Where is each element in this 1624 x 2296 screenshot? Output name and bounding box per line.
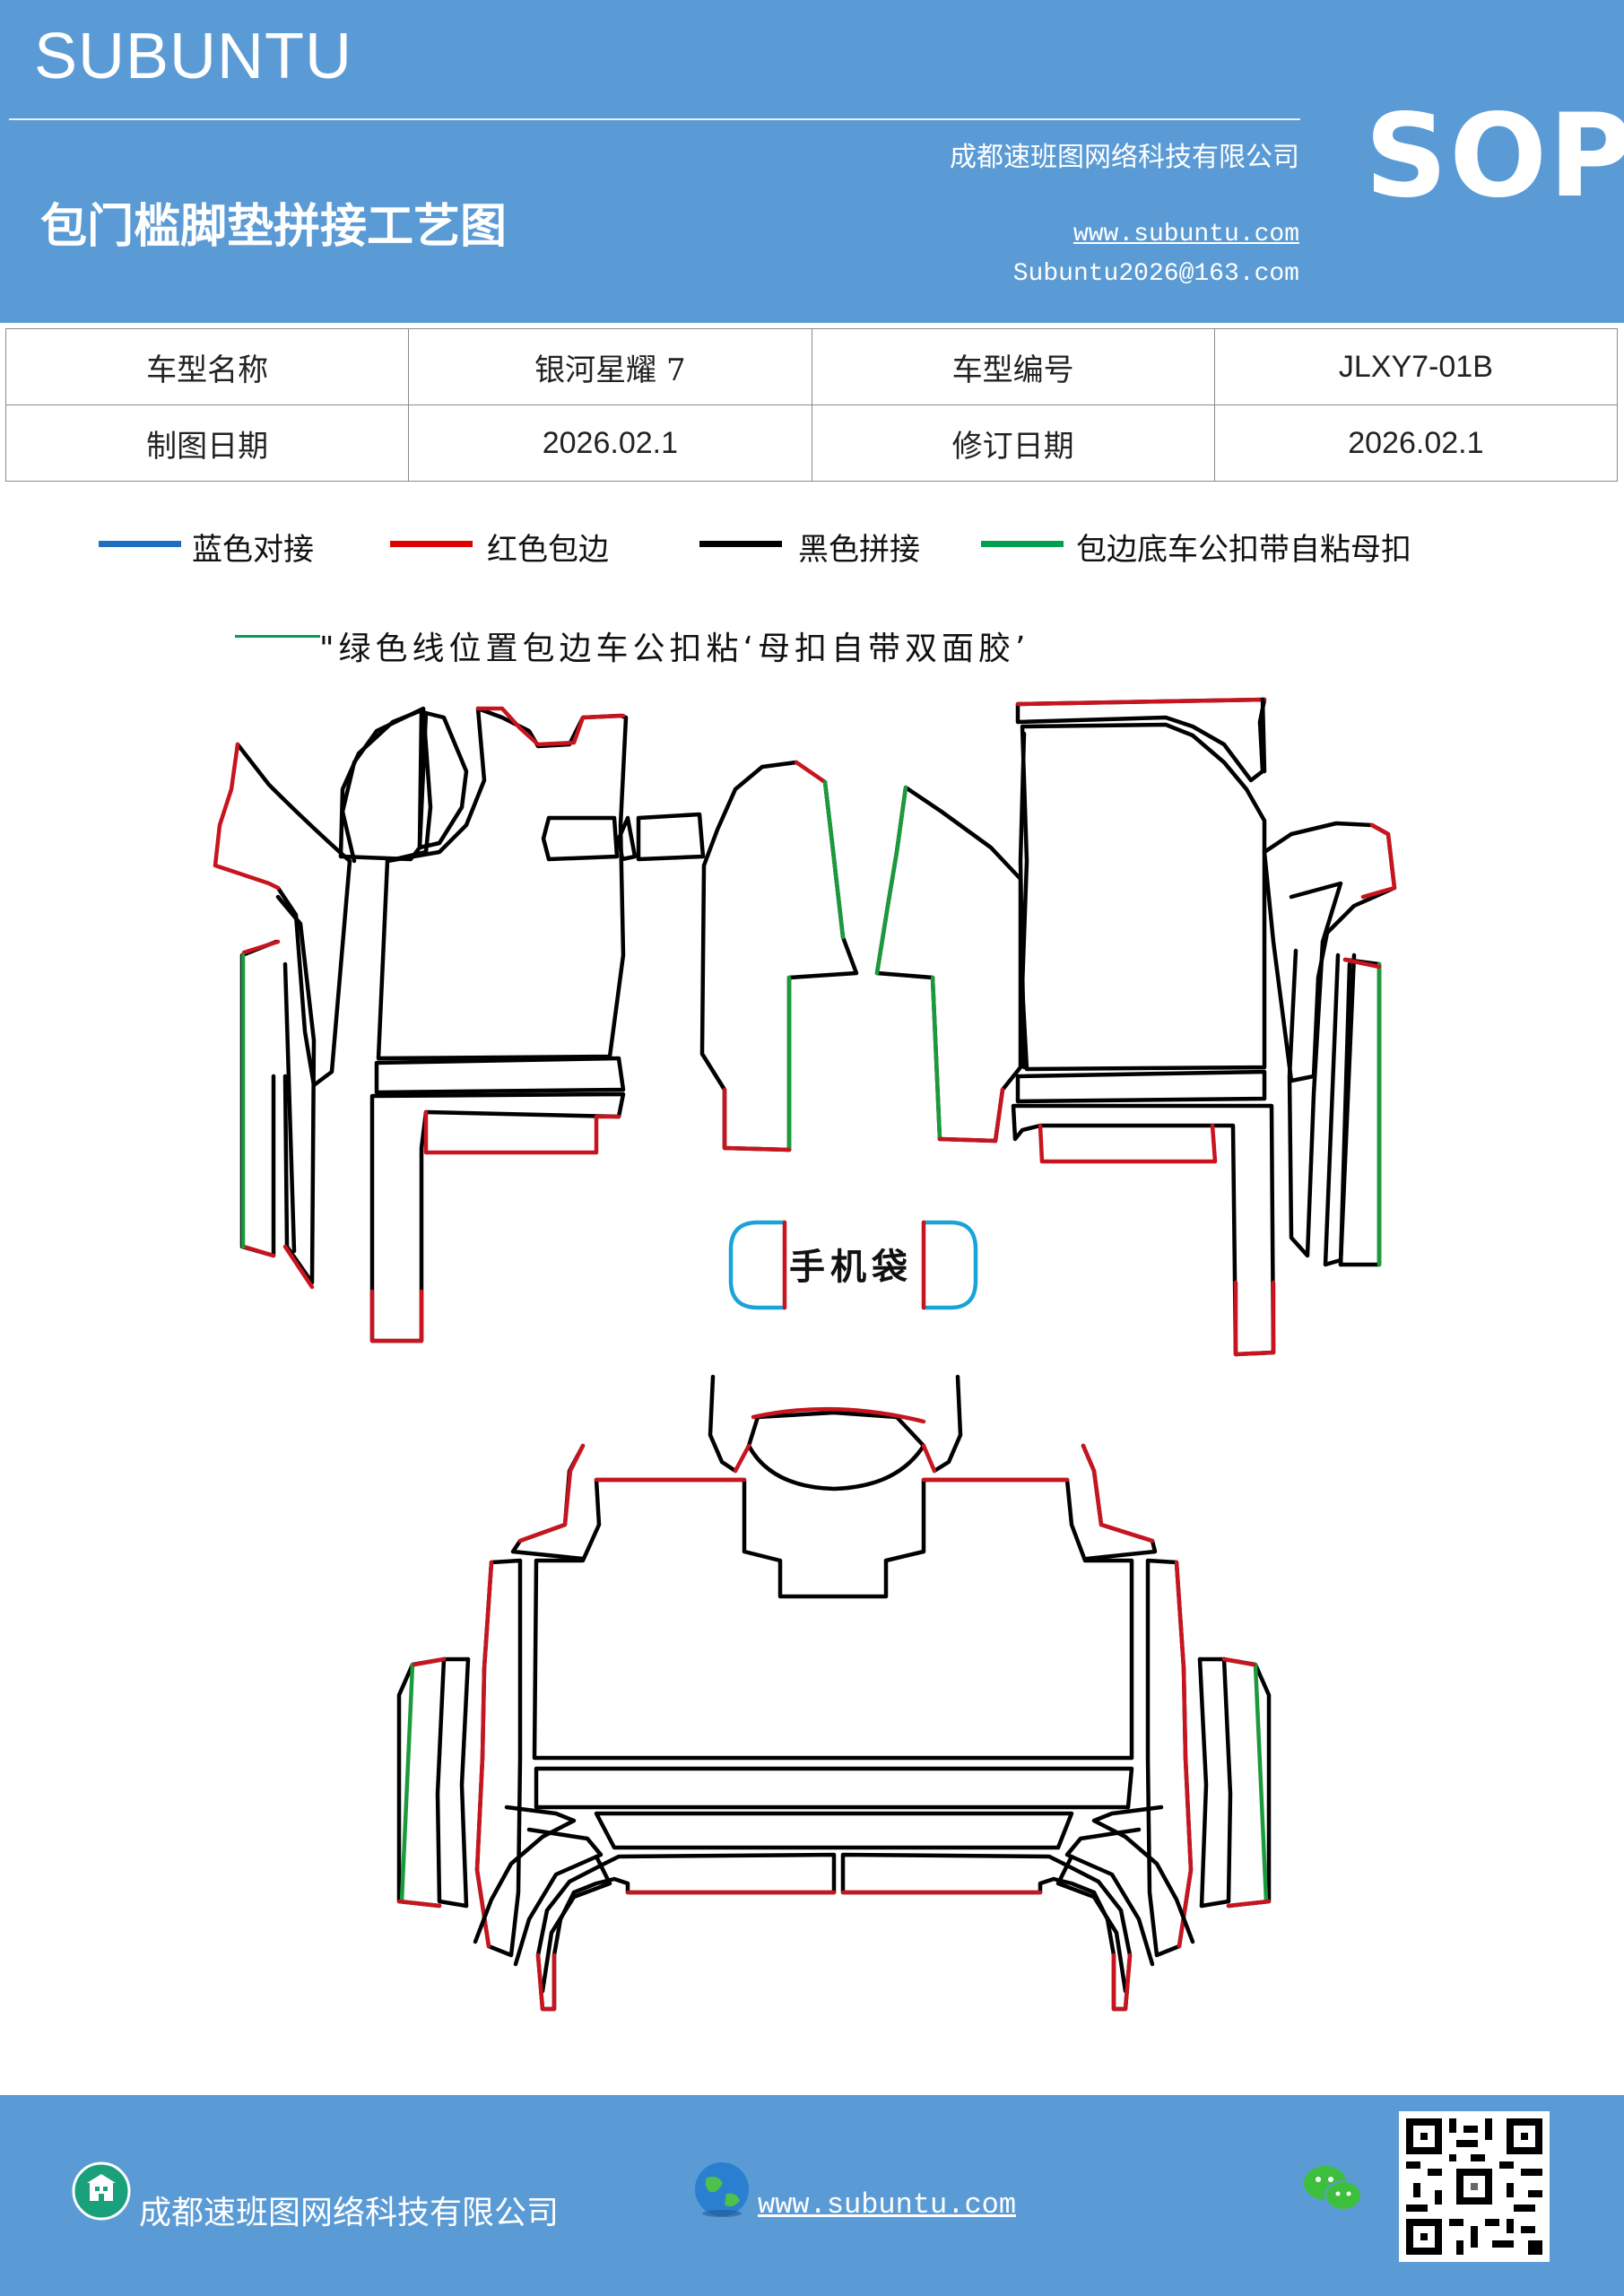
globe-icon (695, 2162, 749, 2217)
draw-date-label: 制图日期 (4, 404, 410, 482)
footer-website-link[interactable]: www.subuntu.com (758, 2188, 1017, 2222)
building-icon (72, 2161, 131, 2221)
sop-badge: SOP (1365, 90, 1624, 223)
table-row: 车型名称 银河星耀 7 车型编号 JLXY7-01B (4, 328, 1619, 405)
phone-pocket-diagram (728, 1220, 978, 1310)
legend-green: 包边底车公扣带自粘母扣 (981, 525, 1555, 570)
revision-date-value: 2026.02.1 (1213, 404, 1619, 482)
qr-code (1399, 2111, 1550, 2262)
header-website-link[interactable]: www.subuntu.com (1073, 221, 1299, 248)
model-name-label: 车型名称 (4, 328, 410, 405)
green-line-note: "绿色线位置包边车公扣粘‘母扣自带双面胶’ (319, 631, 1030, 667)
mat-splicing-diagram (213, 697, 1397, 2012)
footer-company: 成都速班图网络科技有限公司 (139, 2195, 560, 2231)
legend-label: 红色包边 (487, 532, 609, 568)
note-green-line (235, 635, 320, 638)
wechat-icon (1304, 2166, 1362, 2211)
legend-label: 蓝色对接 (192, 532, 314, 568)
blue-line-swatch (99, 541, 181, 547)
model-name-value: 银河星耀 7 (408, 328, 812, 405)
model-code-value: JLXY7-01B (1213, 328, 1619, 405)
legend-label: 包边底车公扣带自粘母扣 (1076, 532, 1411, 568)
red-line-swatch (390, 541, 473, 547)
document-title: 包门槛脚垫拼接工艺图 (40, 200, 508, 254)
draw-date-value: 2026.02.1 (408, 404, 812, 482)
phone-pocket-label: 手机袋 (789, 1247, 913, 1288)
legend-label: 黑色拼接 (798, 532, 920, 568)
table-row: 制图日期 2026.02.1 修订日期 2026.02.1 (4, 404, 1619, 482)
revision-date-label: 修订日期 (811, 404, 1215, 482)
green-line-swatch (981, 541, 1064, 547)
header-banner: SUBUNTU 成都速班图网络科技有限公司 包门槛脚垫拼接工艺图 www.sub… (0, 0, 1624, 323)
center-side-panels (699, 760, 1023, 1152)
model-code-label: 车型编号 (811, 328, 1215, 405)
vehicle-info-table: 车型名称 银河星耀 7 车型编号 JLXY7-01B 制图日期 2026.02.… (4, 328, 1619, 482)
legend-black: 黑色拼接 (699, 525, 968, 570)
rear-mats (396, 1374, 1272, 2012)
header-email: Subuntu2026@163.com (1012, 260, 1299, 288)
brand-name: SUBUNTU (34, 21, 353, 92)
header-divider (9, 118, 1300, 120)
right-front-mats (1011, 697, 1397, 1357)
header-company: 成都速班图网络科技有限公司 (950, 142, 1299, 173)
black-line-swatch (699, 541, 782, 547)
legend-red: 红色包边 (390, 525, 659, 570)
legend-blue: 蓝色对接 (99, 525, 368, 570)
left-front-mats (213, 706, 706, 1344)
